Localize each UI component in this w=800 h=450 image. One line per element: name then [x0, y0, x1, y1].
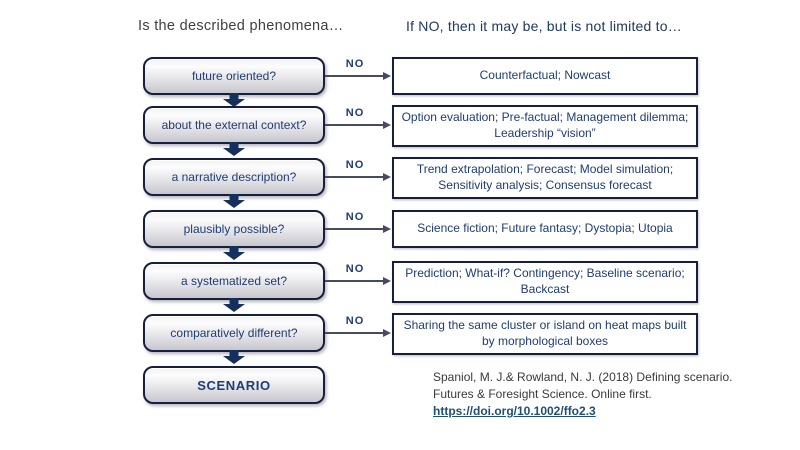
down-arrow-icon [223, 298, 245, 312]
no-label: NO [345, 159, 365, 171]
down-arrow-icon [223, 93, 245, 107]
citation-line-1: Spaniol, M. J.& Rowland, N. J. (2018) De… [433, 370, 733, 384]
column-title-alternatives: If NO, then it may be, but is not limite… [406, 18, 682, 34]
down-arrow-icon [223, 246, 245, 260]
no-arrow-line [325, 176, 385, 178]
down-arrow-icon [223, 194, 245, 208]
no-arrow-line [325, 332, 385, 334]
down-arrow-icon [223, 142, 245, 156]
step-box-comparatively-different: comparatively different? [143, 314, 325, 352]
no-label: NO [345, 58, 365, 70]
answer-box-trend-extrapolation: Trend extrapolation; Forecast; Model sim… [392, 157, 698, 199]
step-box-plausibly-possible: plausibly possible? [143, 210, 325, 248]
doi-link[interactable]: https://doi.org/10.1002/ffo2.3 [433, 404, 596, 418]
no-arrow-line [325, 124, 385, 126]
down-arrow-icon [223, 350, 245, 364]
no-arrow-head-icon [383, 277, 391, 285]
no-label: NO [345, 315, 365, 327]
no-arrow-head-icon [383, 173, 391, 181]
step-box-external-context: about the external context? [143, 106, 325, 144]
no-arrow-line [325, 280, 385, 282]
answer-box-counterfactual: Counterfactual; Nowcast [392, 57, 698, 95]
no-arrow-line [325, 228, 385, 230]
step-box-scenario: SCENARIO [143, 366, 325, 404]
answer-box-prediction: Prediction; What-if? Contingency; Baseli… [392, 261, 698, 303]
no-arrow-head-icon [383, 225, 391, 233]
answer-box-heat-maps: Sharing the same cluster or island on he… [392, 313, 698, 355]
citation-line-2: Futures & Foresight Science. Online firs… [433, 387, 652, 401]
answer-box-science-fiction: Science fiction; Future fantasy; Dystopi… [392, 210, 698, 248]
no-arrow-head-icon [383, 72, 391, 80]
column-title-questions: Is the described phenomena… [138, 18, 344, 34]
answer-box-option-evaluation: Option evaluation; Pre-factual; Manageme… [392, 105, 698, 147]
no-arrow-head-icon [383, 329, 391, 337]
step-box-narrative-description: a narrative description? [143, 158, 325, 196]
citation: Spaniol, M. J.& Rowland, N. J. (2018) De… [433, 369, 733, 420]
step-box-future-oriented: future oriented? [143, 57, 325, 95]
no-arrow-head-icon [383, 121, 391, 129]
step-box-systematized-set: a systematized set? [143, 262, 325, 300]
no-label: NO [345, 211, 365, 223]
no-arrow-line [325, 75, 385, 77]
no-label: NO [345, 263, 365, 275]
no-label: NO [345, 107, 365, 119]
